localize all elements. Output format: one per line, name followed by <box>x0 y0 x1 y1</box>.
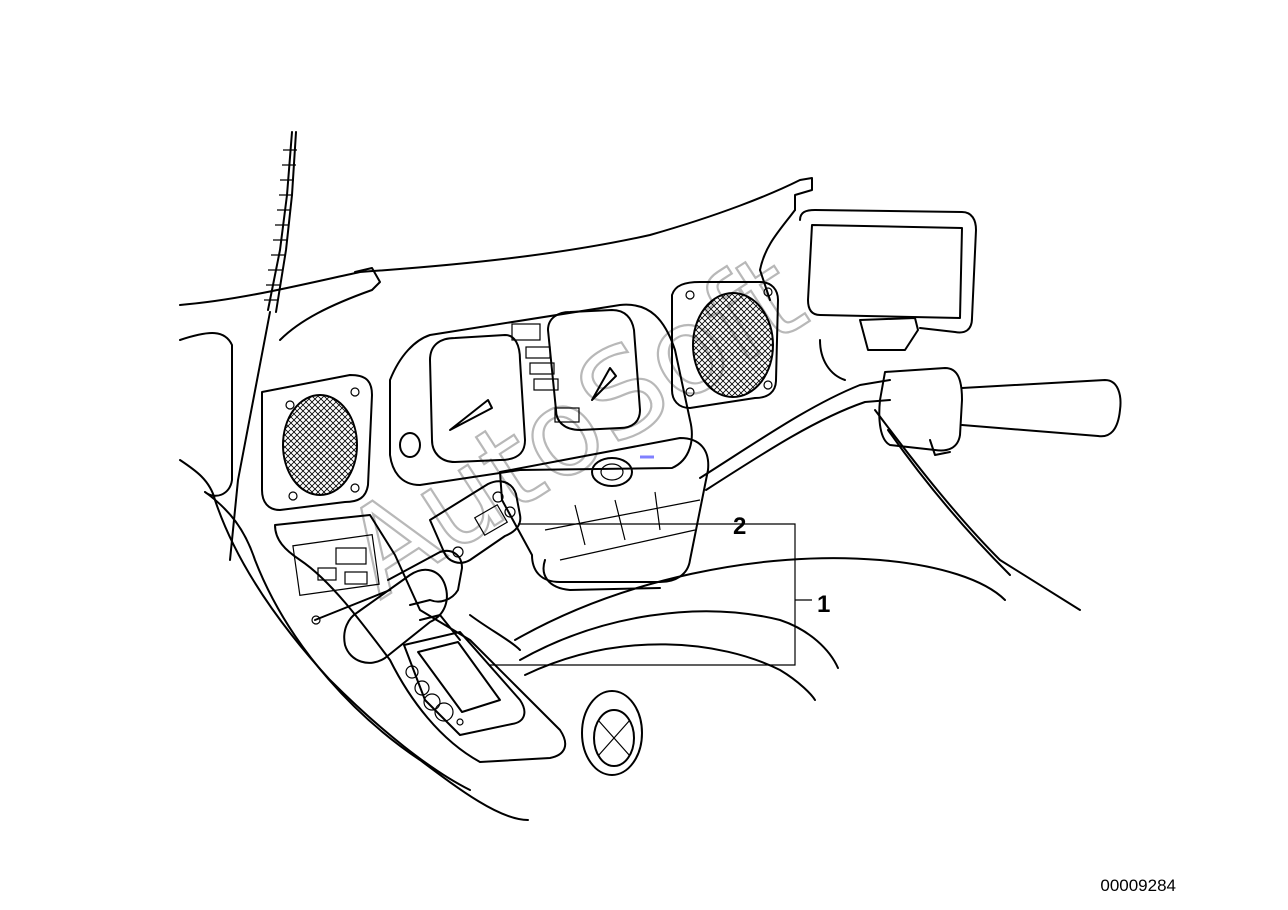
fairing <box>179 177 813 821</box>
right-handlebar <box>699 317 1122 611</box>
instrument-cluster <box>389 303 693 486</box>
antenna <box>229 131 297 561</box>
center-console <box>274 514 567 763</box>
watermark-text: AutoSoft <box>320 227 828 624</box>
right-speaker <box>671 281 779 409</box>
callout-2-label: 2 <box>733 513 746 540</box>
ignition-housing <box>499 437 710 591</box>
left-speaker <box>261 374 373 511</box>
fuel-cap <box>581 690 643 776</box>
right-mirror <box>799 209 977 334</box>
callout-leaders <box>490 523 812 666</box>
tank-outline <box>514 557 1006 701</box>
drawing-number: 00009284 <box>1100 876 1176 895</box>
callout-1-label: 1 <box>817 591 830 618</box>
left-handlebar-switch <box>311 480 522 664</box>
